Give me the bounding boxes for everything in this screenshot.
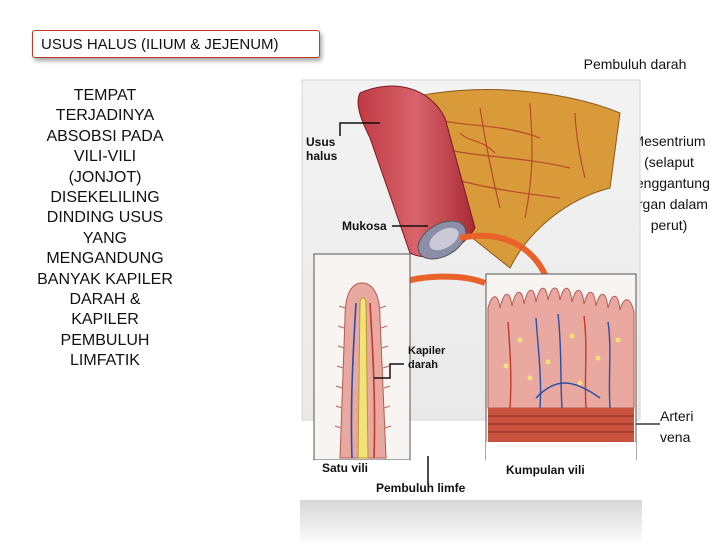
villus-capillary-left xyxy=(350,302,357,459)
figure-label-pembuluh-limfe: Pembuluh limfe xyxy=(376,481,466,495)
callout-pembuluh-darah: Pembuluh darah xyxy=(583,56,687,72)
slide-title-text: USUS HALUS (ILIUM & JEJENUM) xyxy=(41,35,279,53)
villi-base-muscle xyxy=(488,408,634,442)
usus-halus-line2: halus xyxy=(306,149,338,163)
slide-title: USUS HALUS (ILIUM & JEJENUM) xyxy=(32,30,320,58)
villi-base-stripes xyxy=(488,415,634,433)
villi-illustration: Usus halus Mukosa Kapiler darah Satu vil… xyxy=(301,79,641,495)
figure-label-satu-vili: Satu vili xyxy=(322,461,368,475)
leader-kapiler-darah xyxy=(374,363,404,379)
leader-usus-halus xyxy=(339,122,380,136)
callout-arteri-vena: Arteri vena xyxy=(660,408,694,445)
kapiler-darah-line1: Kapiler xyxy=(408,345,446,357)
villus-edge-cells xyxy=(334,305,392,429)
usus-halus-line1: Usus xyxy=(306,135,336,149)
lacteal xyxy=(357,297,369,459)
kapiler-darah-line2: darah xyxy=(408,359,438,371)
villus-capillary-right xyxy=(369,302,376,459)
figure-label-kapiler-darah: Kapiler darah xyxy=(408,345,448,371)
satu-vili-label-bg xyxy=(314,460,410,476)
cluster-capillaries xyxy=(507,313,611,409)
figure-reflection xyxy=(300,500,642,546)
cluster-cells xyxy=(503,333,621,386)
kumpulan-vili-label-bg xyxy=(486,442,636,476)
figure-label-usus-halus: Usus halus xyxy=(306,135,339,163)
description-text: TEMPAT TERJADINYA ABSOBSI PADA VILI-VILI… xyxy=(37,87,173,370)
mucosa-inner xyxy=(429,227,459,251)
figure-label-mukosa: Mukosa xyxy=(342,219,387,233)
figure-label-kumpulan-vili: Kumpulan vili xyxy=(506,463,585,477)
